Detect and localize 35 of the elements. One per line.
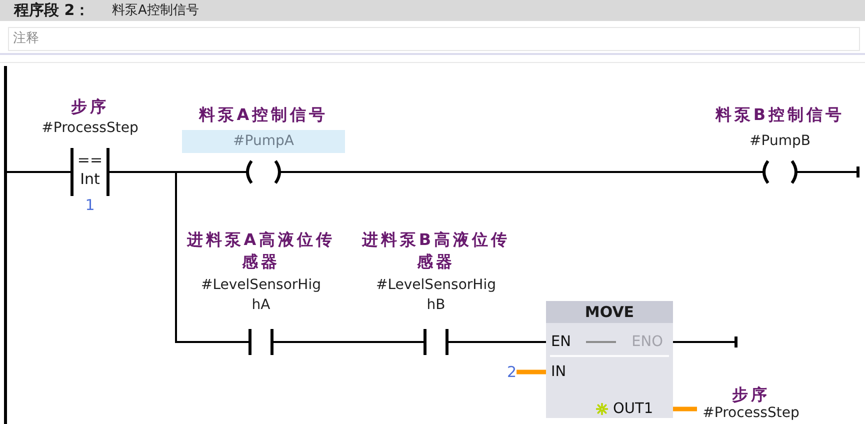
variable-name: #LevelSensorHighA <box>200 276 322 315</box>
constant-value: 1 <box>85 196 95 214</box>
data-type: Int <box>80 170 100 188</box>
connection-line <box>339 341 358 343</box>
power-rail <box>4 66 7 424</box>
pin-label: OUT1 <box>613 400 654 418</box>
variable-comment: 步序 <box>732 387 770 403</box>
variable-name: #LevelSensorHighB <box>375 276 497 315</box>
connection-line <box>516 370 546 374</box>
connection-line <box>846 166 860 178</box>
connection-line <box>7 171 35 173</box>
variable-comment: 步序 <box>71 96 109 118</box>
network-title: 程序段 2： <box>14 1 90 20</box>
block-title: MOVE <box>546 301 673 323</box>
variable-name: #PumpA <box>182 130 345 153</box>
pin-label: ENO <box>632 333 663 351</box>
pin-label: EN <box>551 333 572 351</box>
connection-line <box>145 171 183 343</box>
pin-label: IN <box>551 363 566 381</box>
variable-comment: 料泵B控制信号 <box>715 104 845 126</box>
connection-line <box>673 406 697 412</box>
variable-comment: 进料泵A高液位传感器 <box>186 229 336 273</box>
variable-comment: 进料泵B高液位传感器 <box>360 229 512 273</box>
function-block <box>546 301 673 418</box>
connection-line <box>514 341 546 343</box>
constant-value: 2 <box>507 363 517 381</box>
connection-line <box>673 336 738 348</box>
variable-name: #ProcessStep <box>42 119 138 138</box>
variable-name: #ProcessStep <box>702 404 800 422</box>
variable-name: #PumpB <box>750 132 810 151</box>
comparison-operator: == <box>77 151 103 169</box>
comment-field: 注释 <box>8 27 860 51</box>
variable-comment: 料泵A控制信号 <box>198 104 328 126</box>
network-name: 料泵A控制信号 <box>112 2 199 20</box>
connection-line <box>345 171 714 173</box>
